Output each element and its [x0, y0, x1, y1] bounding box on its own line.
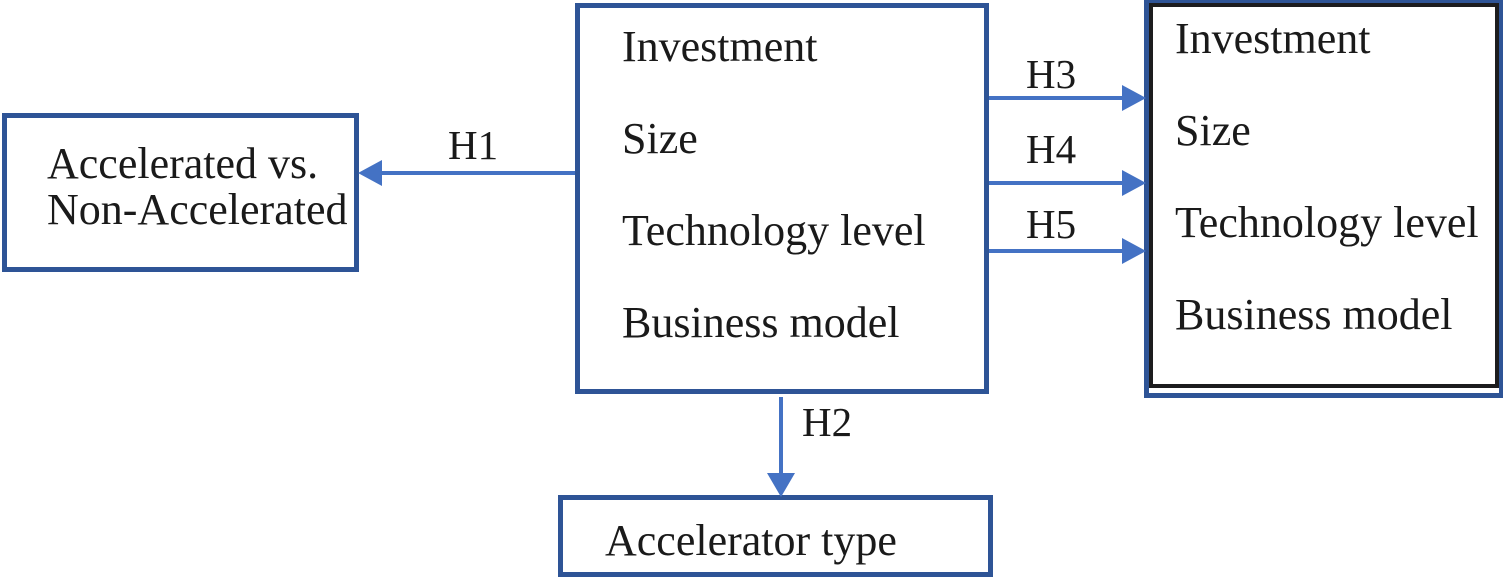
determinant-technology-level: Technology level: [622, 206, 926, 255]
h1-arrow-line: [380, 171, 575, 175]
determinant-technology-level: Technology level: [1175, 198, 1479, 247]
determinant-size: Size: [1175, 106, 1251, 155]
determinants-right-box: Investment Size Technology level Busines…: [1149, 3, 1499, 388]
h3-label: H3: [1026, 51, 1077, 97]
determinant-investment: Investment: [1175, 14, 1371, 63]
determinant-business-model: Business model: [622, 298, 900, 347]
determinant-business-model: Business model: [1175, 290, 1453, 339]
outcome-line-2: Non-Accelerated: [47, 185, 348, 234]
determinant-size: Size: [622, 114, 698, 163]
h2-arrow-line: [779, 397, 783, 477]
h4-arrowhead-right-icon: [1122, 170, 1146, 196]
h3-arrow-line: [989, 96, 1124, 100]
h4-arrow-line: [989, 181, 1124, 185]
h2-arrowhead-down-icon: [767, 473, 795, 497]
h1-arrowhead-left-icon: [358, 160, 382, 186]
h4-label: H4: [1026, 126, 1077, 172]
h2-label: H2: [802, 399, 853, 445]
accelerator-type-label: Accelerator type: [605, 516, 897, 565]
accelerated-vs-non-accelerated-box: Accelerated vs. Non-Accelerated: [2, 113, 359, 272]
determinants-right-box-outer: Investment Size Technology level Busines…: [1144, 0, 1503, 398]
h5-arrow-line: [989, 249, 1124, 253]
h5-arrowhead-right-icon: [1122, 238, 1146, 264]
determinant-investment: Investment: [622, 22, 818, 71]
accelerator-type-box: Accelerator type: [558, 495, 993, 577]
h5-label: H5: [1026, 201, 1077, 247]
outcome-line-1: Accelerated vs.: [47, 139, 319, 188]
determinants-center-box: Investment Size Technology level Busines…: [575, 3, 989, 394]
h1-label: H1: [448, 122, 499, 168]
h3-arrowhead-right-icon: [1122, 85, 1146, 111]
